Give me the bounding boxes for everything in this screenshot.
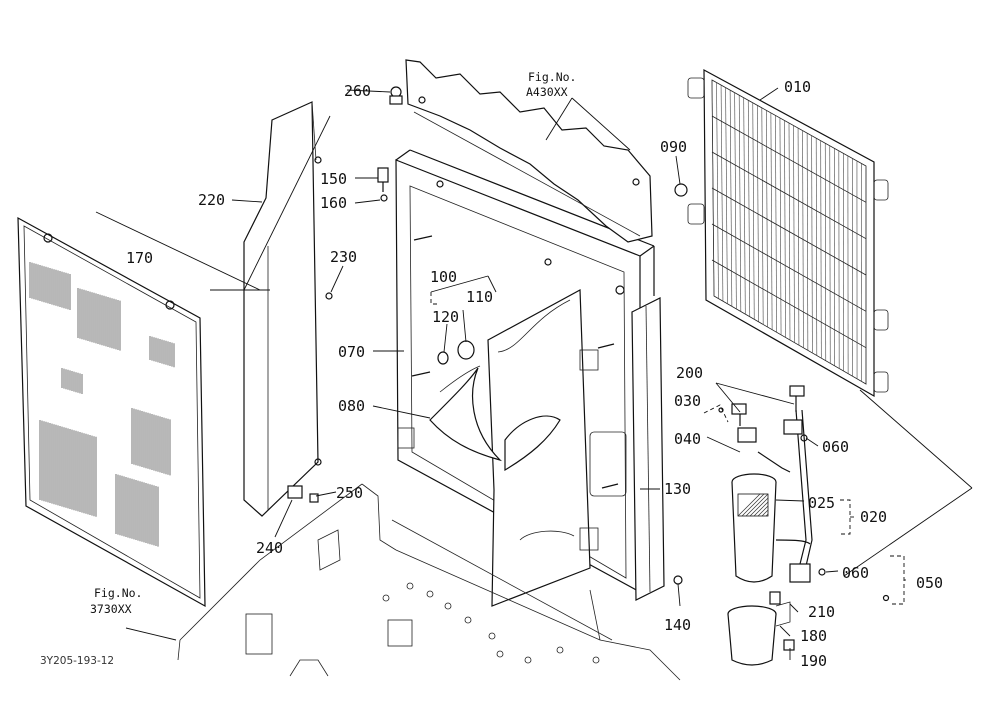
label-090: 090 <box>660 138 687 156</box>
fig-ref-line2: 3730XX <box>90 602 132 616</box>
label-150: 150 <box>320 170 347 188</box>
receiver-drier-part-025 <box>731 473 777 583</box>
label-260: 260 <box>344 82 371 100</box>
label-010: 010 <box>784 78 811 96</box>
leader-lines <box>95 87 973 660</box>
part-labels: 010 020 025 030 040 050 060 060 070 080 … <box>126 78 943 670</box>
base-floor <box>177 483 681 681</box>
fig-ref-line1: Fig.No. <box>528 70 576 84</box>
figure-reference-a430xx: Fig.No. A430XX <box>526 70 576 99</box>
label-190: 190 <box>800 652 827 670</box>
pipe-assembly <box>718 385 890 602</box>
fig-ref-line2: A430XX <box>526 85 568 99</box>
label-220: 220 <box>198 191 225 209</box>
label-030: 030 <box>674 392 701 410</box>
radiator-frame-part-070 <box>395 149 655 607</box>
label-020: 020 <box>860 508 887 526</box>
label-025: 025 <box>808 494 835 512</box>
side-seal-part-220 <box>243 101 322 517</box>
label-060-upper: 060 <box>822 438 849 456</box>
label-050: 050 <box>916 574 943 592</box>
label-140: 140 <box>664 616 691 634</box>
label-060-lower: 060 <box>842 564 869 582</box>
label-130: 130 <box>664 480 691 498</box>
condenser-fins <box>711 79 867 384</box>
label-210: 210 <box>808 603 835 621</box>
label-200: 200 <box>676 364 703 382</box>
top-bracket <box>405 59 653 243</box>
label-230: 230 <box>330 248 357 266</box>
side-plate-part-130 <box>631 297 683 601</box>
condenser-part-010 <box>687 68 889 398</box>
figure-reference-3730xx: Fig.No. 3730XX <box>90 586 142 616</box>
label-070: 070 <box>338 343 365 361</box>
drawing-code: 3Y205-193-12 <box>40 655 114 667</box>
label-080: 080 <box>338 397 365 415</box>
label-240: 240 <box>256 539 283 557</box>
label-250: 250 <box>336 484 363 502</box>
fig-ref-line1: Fig.No. <box>94 586 142 600</box>
mesh-pattern <box>29 262 175 547</box>
label-170: 170 <box>126 249 153 267</box>
label-120: 120 <box>432 308 459 326</box>
label-160: 160 <box>320 194 347 212</box>
label-100: 100 <box>430 268 457 286</box>
label-180: 180 <box>800 627 827 645</box>
label-110: 110 <box>466 288 493 306</box>
mesh-screen-part-170 <box>17 216 206 608</box>
drier-bracket-part-180 <box>727 601 791 666</box>
label-040: 040 <box>674 430 701 448</box>
